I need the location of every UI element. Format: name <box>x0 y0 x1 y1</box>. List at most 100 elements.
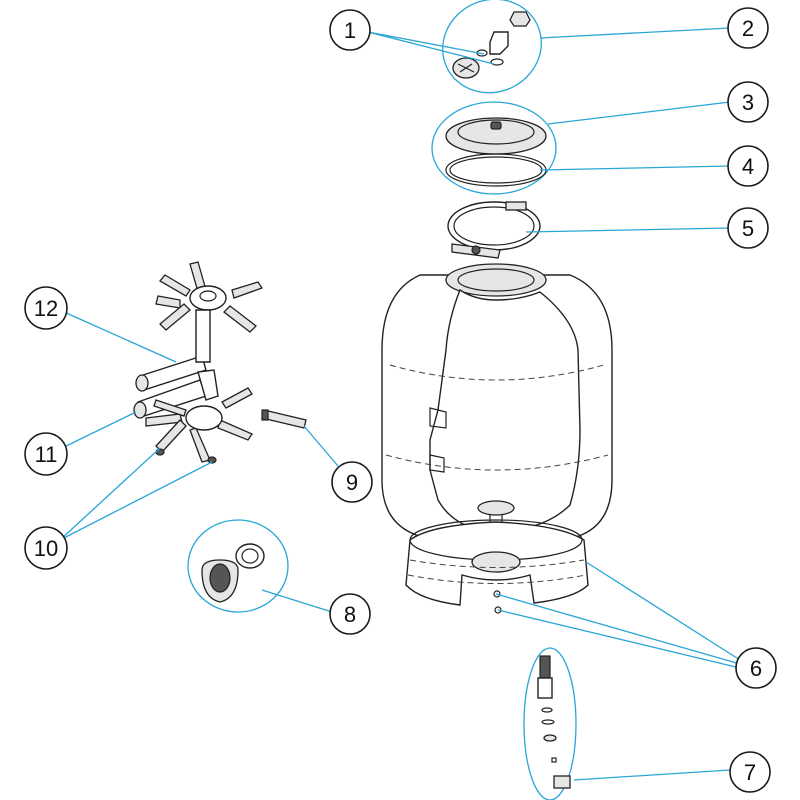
tank-neck-opening <box>457 268 535 292</box>
leader-4 <box>539 165 731 171</box>
leader-6a <box>585 561 741 661</box>
leader-3 <box>547 101 731 125</box>
union-tail-bore <box>241 548 259 564</box>
callout-circle-12 <box>24 286 68 330</box>
callout-2: 2 <box>727 7 769 49</box>
callout-circle-5 <box>727 207 769 249</box>
callout-3: 3 <box>727 81 769 123</box>
base-screw-2 <box>494 606 502 614</box>
callout-circle-3 <box>727 81 769 123</box>
leader-5 <box>525 227 731 233</box>
leader-lines <box>59 27 741 781</box>
elbow-fitting <box>489 31 509 55</box>
callout-circle-10 <box>24 526 68 570</box>
callout-label-7: 7 <box>744 760 756 785</box>
callout-circle-1 <box>329 9 371 51</box>
callout-label-2: 2 <box>742 16 754 41</box>
lower-lateral-2 <box>153 399 187 417</box>
lid-o-ring-inner <box>449 156 543 184</box>
lower-hub <box>185 405 223 431</box>
lid-inner-ring <box>457 119 535 145</box>
callout-circle-11 <box>24 432 68 476</box>
upper-lateral-5 <box>223 305 257 333</box>
part-lid-group <box>431 101 557 195</box>
callouts: 1 2 3 4 5 6 7 8 <box>24 7 777 793</box>
part-drain-assembly <box>523 647 577 800</box>
drain-washer-2 <box>541 719 555 725</box>
base-screw-1 <box>493 590 501 598</box>
lid-center-nut <box>490 121 502 130</box>
lower-elbow <box>197 369 219 401</box>
upper-hub-top <box>199 290 217 302</box>
callout-label-4: 4 <box>742 154 754 179</box>
callout-9: 9 <box>331 461 373 503</box>
union-nut-bore <box>209 563 231 593</box>
gauge-nut <box>509 11 531 27</box>
clamp-latch <box>505 201 527 211</box>
callout-label-10: 10 <box>34 536 58 561</box>
lower-lateral-6 <box>155 419 187 453</box>
base-ribs-2 <box>407 574 587 584</box>
callout-circle-2 <box>727 7 769 49</box>
clamp-band-inner <box>453 206 535 246</box>
leader-12 <box>63 311 177 363</box>
lower-lateral-4 <box>217 419 253 441</box>
upper-lateral-1 <box>155 295 181 309</box>
spare-lateral <box>261 409 307 429</box>
leader-6c <box>497 609 741 669</box>
group-oval-3-4 <box>431 101 557 195</box>
upper-collector <box>155 261 264 333</box>
washer <box>490 58 504 66</box>
clamp-nut <box>471 245 481 255</box>
callout-11: 11 <box>24 432 68 476</box>
callout-6: 6 <box>735 647 777 689</box>
base-center-recess <box>471 551 521 573</box>
leader-7 <box>573 769 731 781</box>
upper-lateral-4 <box>231 281 264 299</box>
group-oval-7 <box>523 647 577 800</box>
drain-cap <box>553 775 571 789</box>
callout-1: 1 <box>329 9 371 51</box>
part-collector-assembly <box>133 261 264 464</box>
leader-8 <box>261 589 333 613</box>
lid-o-ring <box>445 153 547 187</box>
lower-collector <box>145 387 253 464</box>
part-lateral-spare <box>261 409 307 429</box>
drain-gasket <box>543 734 557 742</box>
lower-pipe-end <box>133 401 147 419</box>
tank-rib-left-2 <box>429 454 445 473</box>
group-oval-8 <box>187 519 289 613</box>
callout-label-6: 6 <box>750 656 762 681</box>
callout-4: 4 <box>727 145 769 187</box>
drain-body <box>537 677 553 699</box>
callout-circle-8 <box>329 593 371 635</box>
callout-label-12: 12 <box>34 296 58 321</box>
callout-circle-4 <box>727 145 769 187</box>
knob-detail <box>457 63 475 73</box>
part-tank <box>381 263 613 541</box>
callout-label-9: 9 <box>346 470 358 495</box>
callout-circle-9 <box>331 461 373 503</box>
union-tail <box>235 543 265 569</box>
upper-pipe-end <box>135 374 149 392</box>
group-oval-1-2 <box>442 0 542 94</box>
part-clamp <box>447 201 541 259</box>
drain-screw-top <box>539 655 551 679</box>
upper-pipe-riser <box>195 309 211 363</box>
callout-label-8: 8 <box>344 602 356 627</box>
tank-drain-boss <box>477 500 515 516</box>
callout-label-3: 3 <box>742 90 754 115</box>
part-base <box>405 519 589 614</box>
part-top-fittings <box>442 0 542 94</box>
drain-pin <box>551 757 557 763</box>
part-union <box>187 519 289 613</box>
base-ribs <box>409 559 585 568</box>
tank-rib-left-1 <box>429 407 447 429</box>
callout-10: 10 <box>24 526 68 570</box>
leader-1a <box>367 31 485 55</box>
callout-label-11: 11 <box>35 442 58 467</box>
callout-7: 7 <box>729 751 771 793</box>
leader-2 <box>539 27 731 39</box>
